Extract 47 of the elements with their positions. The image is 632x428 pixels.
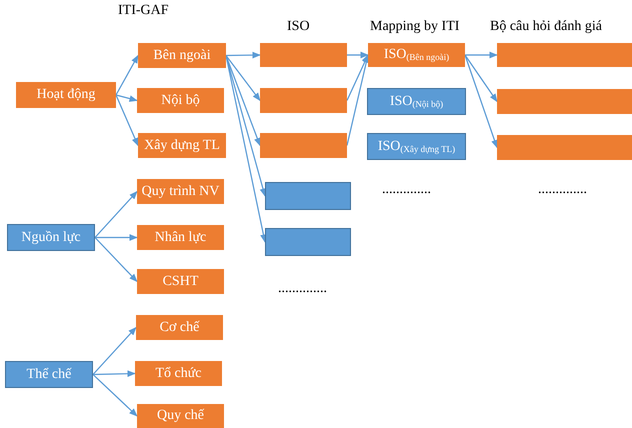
arrow — [225, 55, 261, 146]
process-box: ISO$_{(Nội bộ)}$ — [367, 88, 466, 115]
process-box: Nhân lực — [137, 225, 224, 250]
column-heading: ITI-GAF — [118, 2, 169, 20]
arrow — [115, 94, 139, 146]
arrow — [464, 54, 498, 148]
arrow — [464, 54, 498, 102]
arrow — [92, 374, 138, 417]
empty-box — [497, 89, 632, 114]
process-box: ISO$_{(Bên ngoài)}$ — [368, 43, 465, 67]
process-box: Hoạt động — [16, 82, 116, 108]
empty-box — [265, 182, 351, 210]
arrow — [92, 326, 137, 375]
arrow — [347, 52, 369, 58]
process-box: Nguồn lực — [7, 224, 95, 251]
arrow — [226, 55, 260, 102]
arrow — [94, 237, 138, 282]
arrow — [95, 234, 138, 241]
empty-box — [260, 133, 347, 158]
process-box: CSHT — [137, 269, 224, 294]
column-heading: .............. — [538, 181, 587, 198]
arrow — [465, 52, 498, 58]
process-box: Quy trình NV — [137, 179, 224, 204]
empty-box — [260, 43, 347, 67]
arrow — [346, 54, 369, 101]
arrow — [92, 370, 136, 378]
process-box: Bên ngoài — [138, 43, 226, 68]
process-box: Tổ chức — [135, 361, 222, 386]
process-box: Xây dựng TL — [138, 133, 226, 158]
process-box: ISO$_{(Xây dựng TL)}$ — [367, 133, 466, 160]
process-box: Cơ chế — [136, 315, 223, 340]
column-heading: .............. — [382, 181, 431, 198]
process-box: Quy chế — [137, 404, 224, 428]
empty-box — [497, 135, 632, 160]
column-heading: Mapping by ITI — [370, 18, 460, 36]
column-heading: Bộ câu hỏi đánh giá — [490, 18, 602, 36]
process-box: Thể chế — [5, 361, 93, 388]
column-heading: ISO — [287, 18, 310, 36]
process-box: Nội bộ — [137, 88, 224, 113]
arrow — [115, 54, 139, 96]
empty-box — [260, 88, 347, 113]
empty-box — [497, 43, 632, 67]
empty-box — [265, 228, 351, 256]
arrow — [226, 52, 261, 58]
arrow — [94, 190, 138, 238]
column-heading: .............. — [278, 280, 327, 298]
arrow — [116, 94, 138, 102]
